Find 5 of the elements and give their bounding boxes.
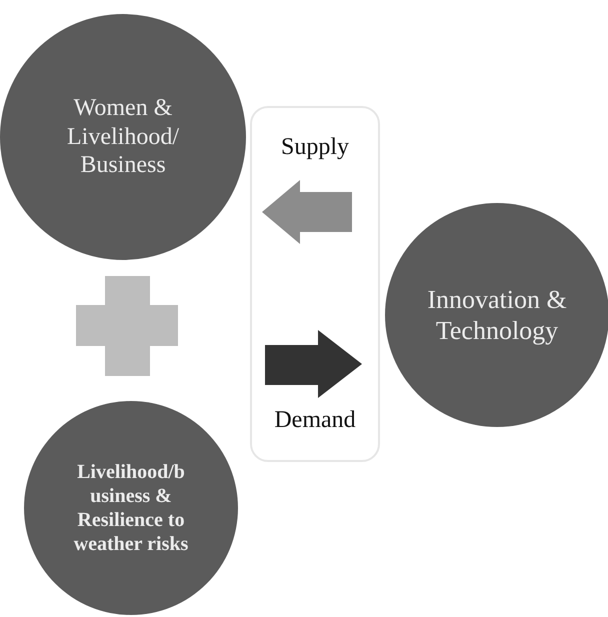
flow-label: Supply: [280, 134, 349, 161]
circle-label: Women & Livelihood/ Business: [66, 94, 180, 180]
circle-label: Innovation & Technology: [426, 284, 568, 346]
circle-label: Livelihood/b usiness & Resilience to weather risks: [72, 460, 190, 556]
flow-label: Demand: [274, 407, 356, 434]
